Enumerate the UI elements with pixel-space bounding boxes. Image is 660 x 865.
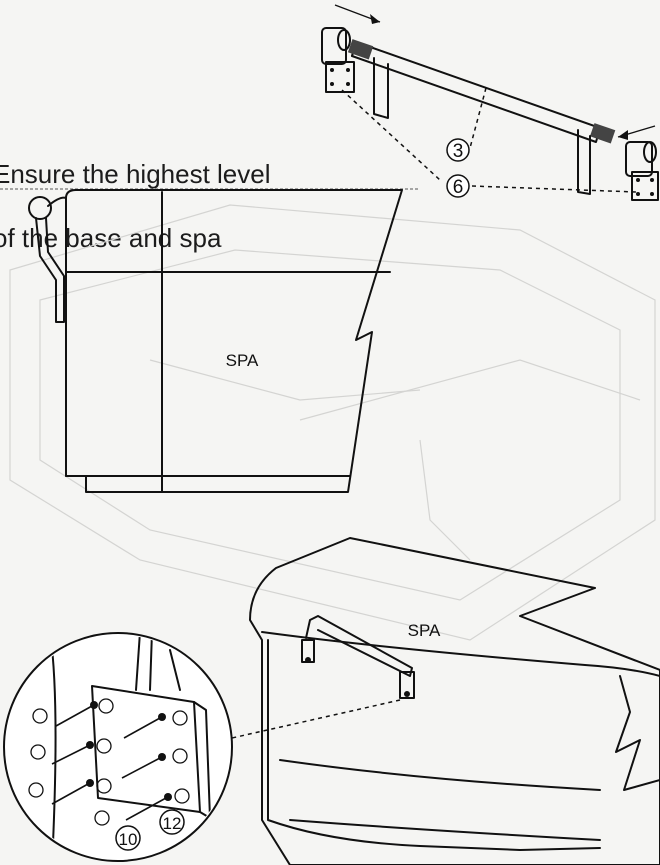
bracket-left: [321, 27, 355, 93]
hardware-exploded: 3 6: [321, 4, 659, 201]
leader-bar: [469, 87, 487, 149]
leader-bracket-left: [341, 89, 441, 181]
instruction-line-1: Ensure the highest level: [0, 159, 271, 189]
spa-label-upper: SPA: [226, 351, 259, 370]
leader-bracket-right: [471, 185, 637, 193]
svg-text:12: 12: [163, 814, 182, 833]
slide-arrow-right: [617, 125, 656, 140]
detail-magnifier: 10 12: [3, 632, 233, 862]
callout-screw: 12: [159, 809, 185, 835]
spa-label-lower: SPA: [408, 621, 441, 640]
svg-text:6: 6: [453, 177, 464, 198]
bracket-right: [625, 141, 659, 201]
leader-detail: [231, 699, 401, 739]
slide-arrow-left: [334, 4, 381, 24]
svg-text:3: 3: [453, 141, 464, 162]
instruction-text: Ensure the highest level of the base and…: [0, 126, 330, 286]
callout-plug: 10: [115, 825, 141, 851]
handle-bar: [347, 39, 616, 195]
callout-bar: 3: [446, 138, 470, 162]
svg-text:10: 10: [119, 830, 138, 849]
callout-bracket: 6: [446, 174, 470, 198]
instruction-line-2: of the base and spa: [0, 223, 222, 253]
spa-perspective-view: SPA: [249, 537, 660, 865]
spa-side-view: SPA: [28, 189, 403, 493]
background-spa-ghost: [9, 204, 656, 641]
